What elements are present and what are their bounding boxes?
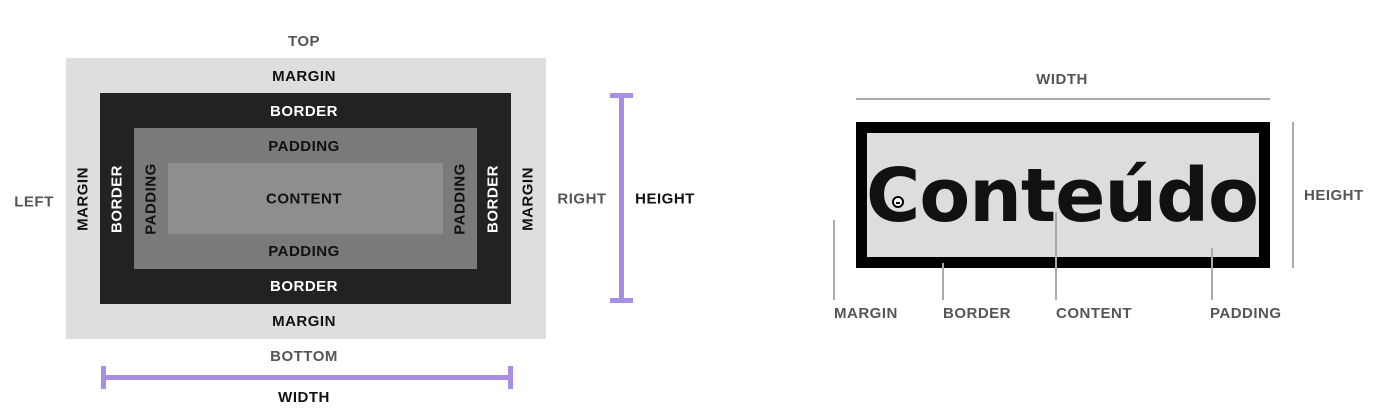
border-left-label: BORDER (108, 164, 126, 234)
width-label: WIDTH (278, 389, 330, 406)
example-box (856, 122, 1270, 268)
content-area (168, 163, 443, 234)
content-pointer (1055, 212, 1057, 300)
margin-pointer (833, 220, 835, 300)
example-padding-label: PADDING (1210, 305, 1282, 322)
border-top-label: BORDER (269, 103, 339, 120)
content-label: CONTENT (266, 190, 342, 208)
top-label: TOP (287, 33, 321, 50)
margin-left-label: MARGIN (74, 167, 92, 231)
margin-top-label: MARGIN (272, 68, 336, 85)
margin-right-label: MARGIN (519, 167, 537, 231)
padding-top-label: PADDING (268, 138, 340, 155)
example-margin-label: MARGIN (834, 305, 898, 322)
padding-bottom-label: PADDING (268, 243, 340, 260)
height-guide-line (1292, 122, 1294, 268)
padding-left-label: PADDING (142, 163, 160, 235)
right-label: RIGHT (557, 190, 607, 208)
cursor-icon (892, 196, 904, 208)
example-word: Conteúdo (866, 153, 1259, 239)
border-right-label: BORDER (484, 164, 502, 234)
bottom-label: BOTTOM (270, 348, 338, 365)
example-content-label: CONTENT (1056, 305, 1132, 322)
border-pointer (942, 263, 944, 300)
height-label: HEIGHT (635, 190, 695, 208)
left-label: LEFT (14, 193, 54, 211)
example-border-label: BORDER (943, 305, 1012, 322)
width-guide-line (856, 98, 1270, 100)
border-bottom-label: BORDER (269, 278, 339, 295)
padding-right-label: PADDING (451, 163, 469, 235)
padding-pointer (1211, 248, 1213, 300)
example-height-label: HEIGHT (1304, 187, 1364, 204)
example-width-label: WIDTH (1036, 71, 1088, 88)
margin-bottom-label: MARGIN (272, 313, 336, 330)
